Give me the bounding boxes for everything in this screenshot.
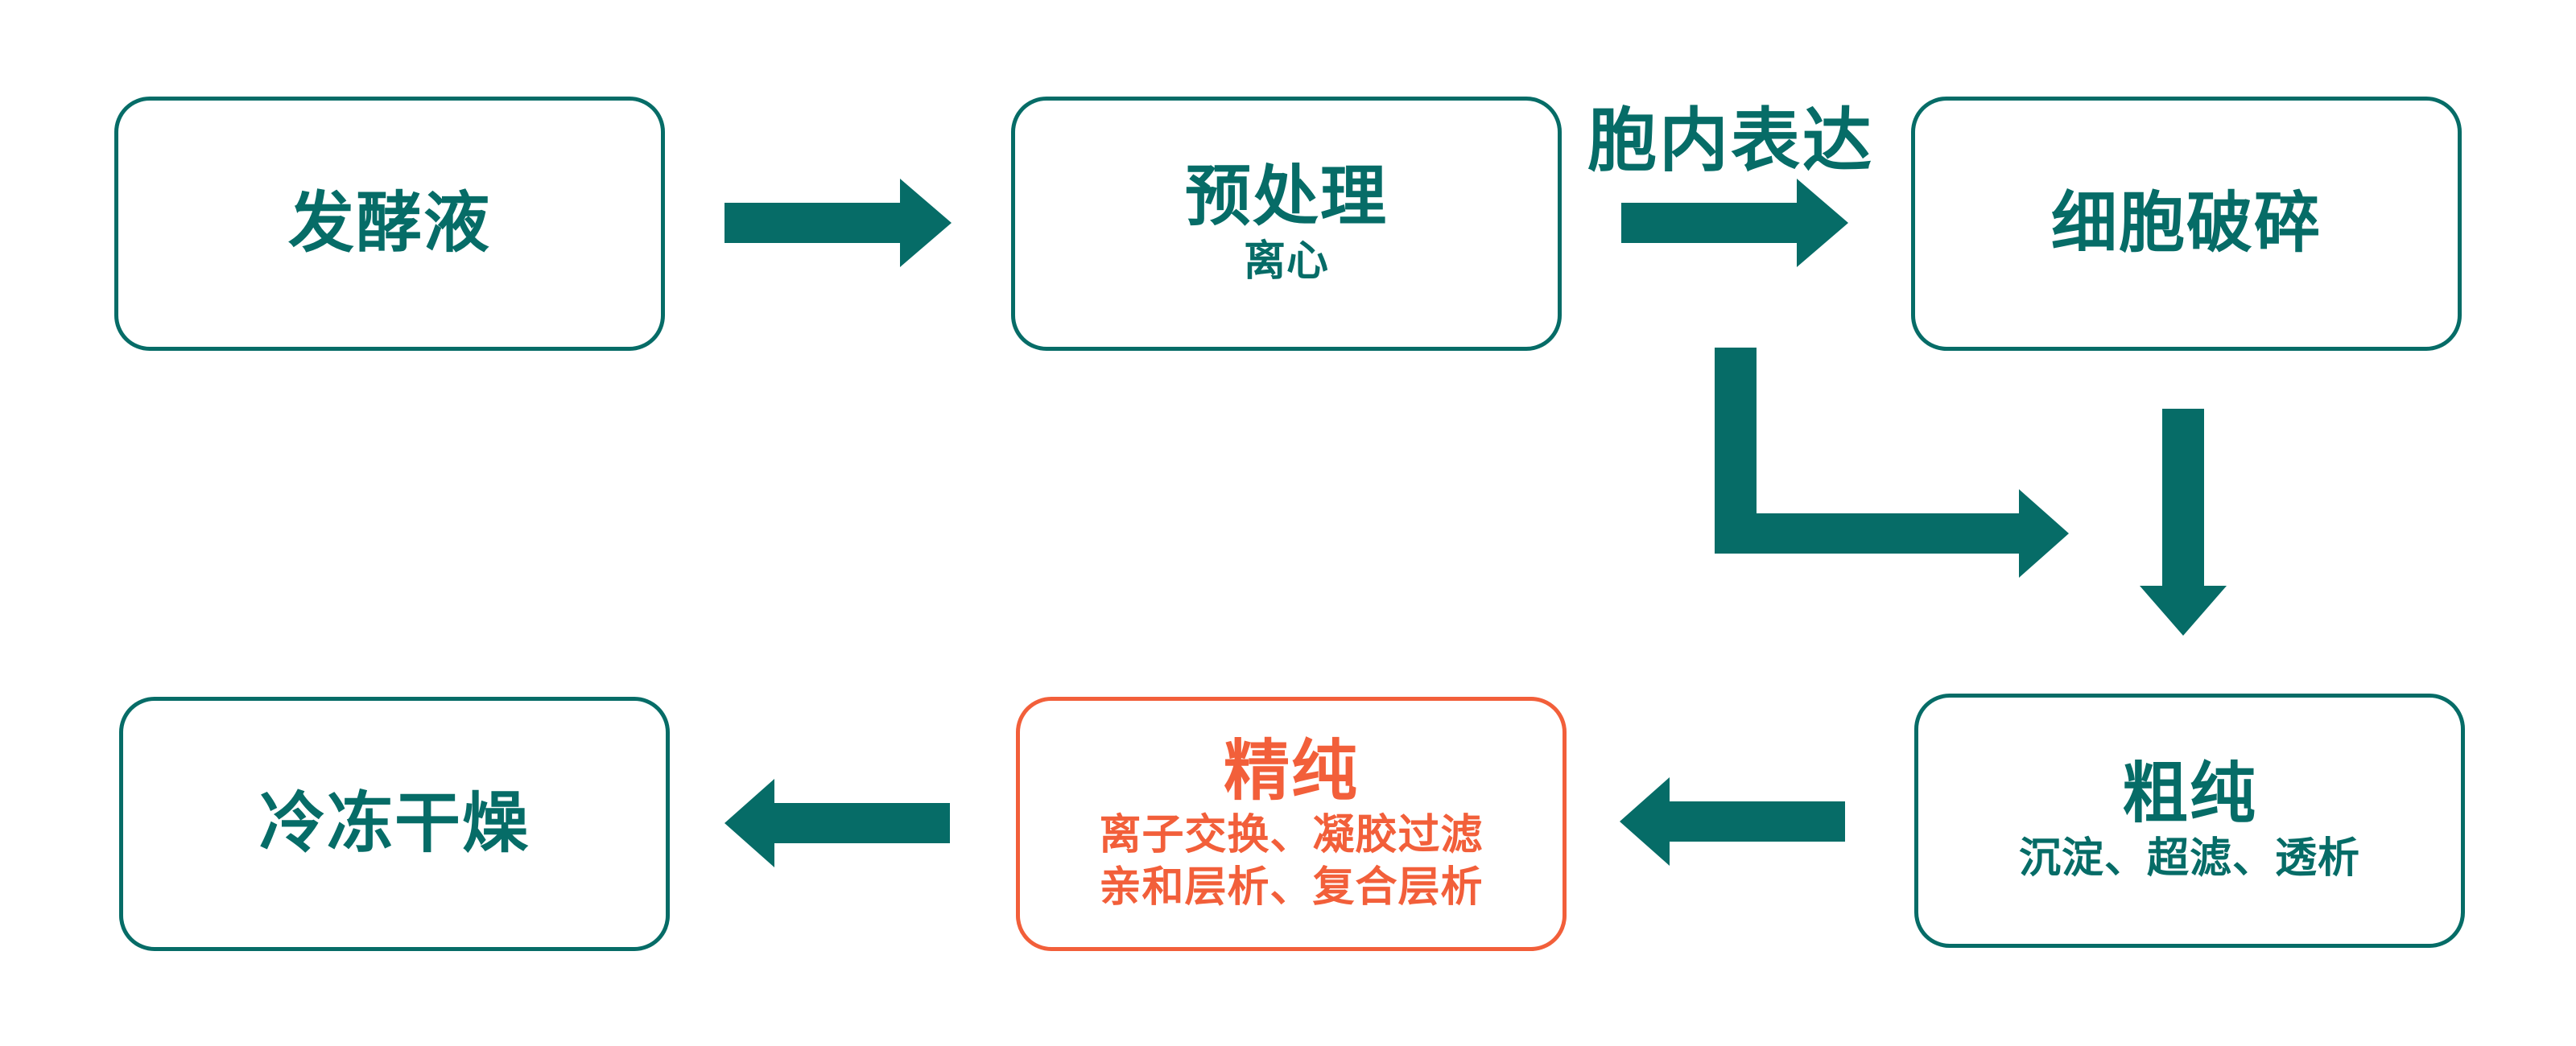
node-fine-purification: 精纯 离子交换、凝胶过滤 亲和层析、复合层析 <box>1016 697 1567 951</box>
node-pretreatment-title: 预处理 <box>1184 159 1388 236</box>
arrow-fine-to-freeze-drying <box>724 779 950 867</box>
node-freeze-drying: 冷冻干燥 <box>119 697 670 951</box>
node-fine-purification-detail-line1: 离子交换、凝胶过滤 <box>1099 811 1484 860</box>
arrow-fermentation-to-pretreatment <box>724 179 952 267</box>
node-crude-purification: 粗纯 沉淀、超滤、透析 <box>1914 694 2465 948</box>
arrow-pretreatment-to-disruption <box>1621 179 1848 267</box>
edge-label-intracellular: 胞内表达 <box>1587 101 1874 181</box>
node-freeze-drying-title: 冷冻干燥 <box>258 784 530 862</box>
arrow-pretreatment-to-crude <box>1715 348 2069 578</box>
node-fermentation-title: 发酵液 <box>287 184 491 262</box>
node-crude-purification-title: 粗纯 <box>2121 756 2257 833</box>
node-cell-disruption: 细胞破碎 <box>1911 97 2462 351</box>
node-pretreatment: 预处理 离心 <box>1011 97 1562 351</box>
node-fermentation: 发酵液 <box>114 97 665 351</box>
arrow-crude-to-fine <box>1620 777 1845 866</box>
node-cell-disruption-title: 细胞破碎 <box>2050 184 2322 262</box>
node-crude-purification-detail: 沉淀、超滤、透析 <box>2018 834 2360 883</box>
node-fine-purification-title: 精纯 <box>1223 732 1359 809</box>
node-pretreatment-detail: 离心 <box>1243 237 1329 286</box>
arrow-disruption-to-crude <box>2140 409 2227 636</box>
node-fine-purification-detail-line2: 亲和层析、复合层析 <box>1099 863 1484 912</box>
